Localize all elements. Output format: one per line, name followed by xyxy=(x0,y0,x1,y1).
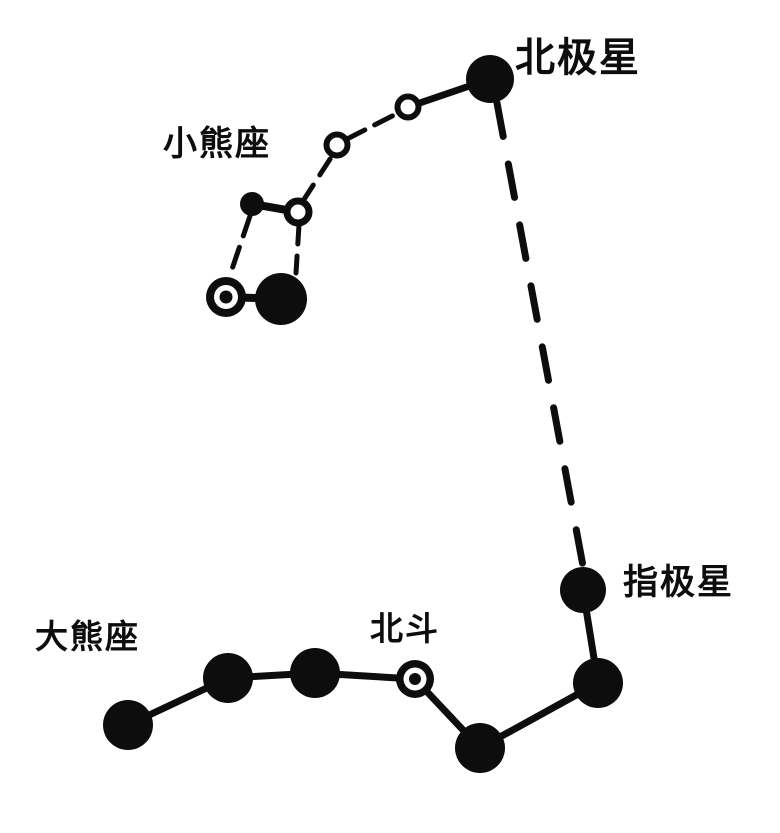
dashed-link-umi-h2-h1 xyxy=(344,110,401,142)
star-ursa-minor-bowl-2 xyxy=(283,197,313,227)
star-ursa-major-2 xyxy=(203,653,253,703)
star-mizar-core xyxy=(409,673,421,685)
star-ursa-minor-bowl-4 xyxy=(255,273,307,325)
dashed-link-umi-b2-b4 xyxy=(293,222,302,276)
dashed-link-umi-b2-h2 xyxy=(300,153,335,204)
star-ursa-major-6 xyxy=(573,658,623,708)
star-ursa-minor-handle-1 xyxy=(394,93,422,121)
star-pointer-dubhe xyxy=(560,567,606,613)
big-dipper-stars xyxy=(103,567,623,773)
star-polaris xyxy=(466,55,514,103)
big-dipper-solid-links xyxy=(124,586,602,752)
label-ursa-minor: 小熊座 xyxy=(163,124,271,164)
ursa-minor-stars xyxy=(206,55,514,325)
ursa-minor-dashed-links xyxy=(226,110,401,281)
dashed-link-umi-b1-b3 xyxy=(226,213,253,281)
star-ursa-minor-handle-2 xyxy=(323,131,351,159)
star-ursa-major-5 xyxy=(455,723,505,773)
ursa-minor-solid-links xyxy=(222,75,494,303)
label-polaris: 北极星 xyxy=(515,35,641,81)
pointer-dashed-line-group xyxy=(493,99,587,570)
label-ursa-major: 大熊座 xyxy=(35,617,140,656)
label-pointer-stars: 指极星 xyxy=(623,563,735,603)
label-big-dipper: 北斗 xyxy=(370,609,440,648)
star-ursa-major-1 xyxy=(103,700,153,750)
star-ursa-minor-bowl-3-core xyxy=(219,290,233,304)
star-ursa-minor-bowl-1 xyxy=(240,192,264,216)
dashed-link-polaris-pointer xyxy=(493,99,587,570)
star-ursa-major-3 xyxy=(290,648,340,698)
